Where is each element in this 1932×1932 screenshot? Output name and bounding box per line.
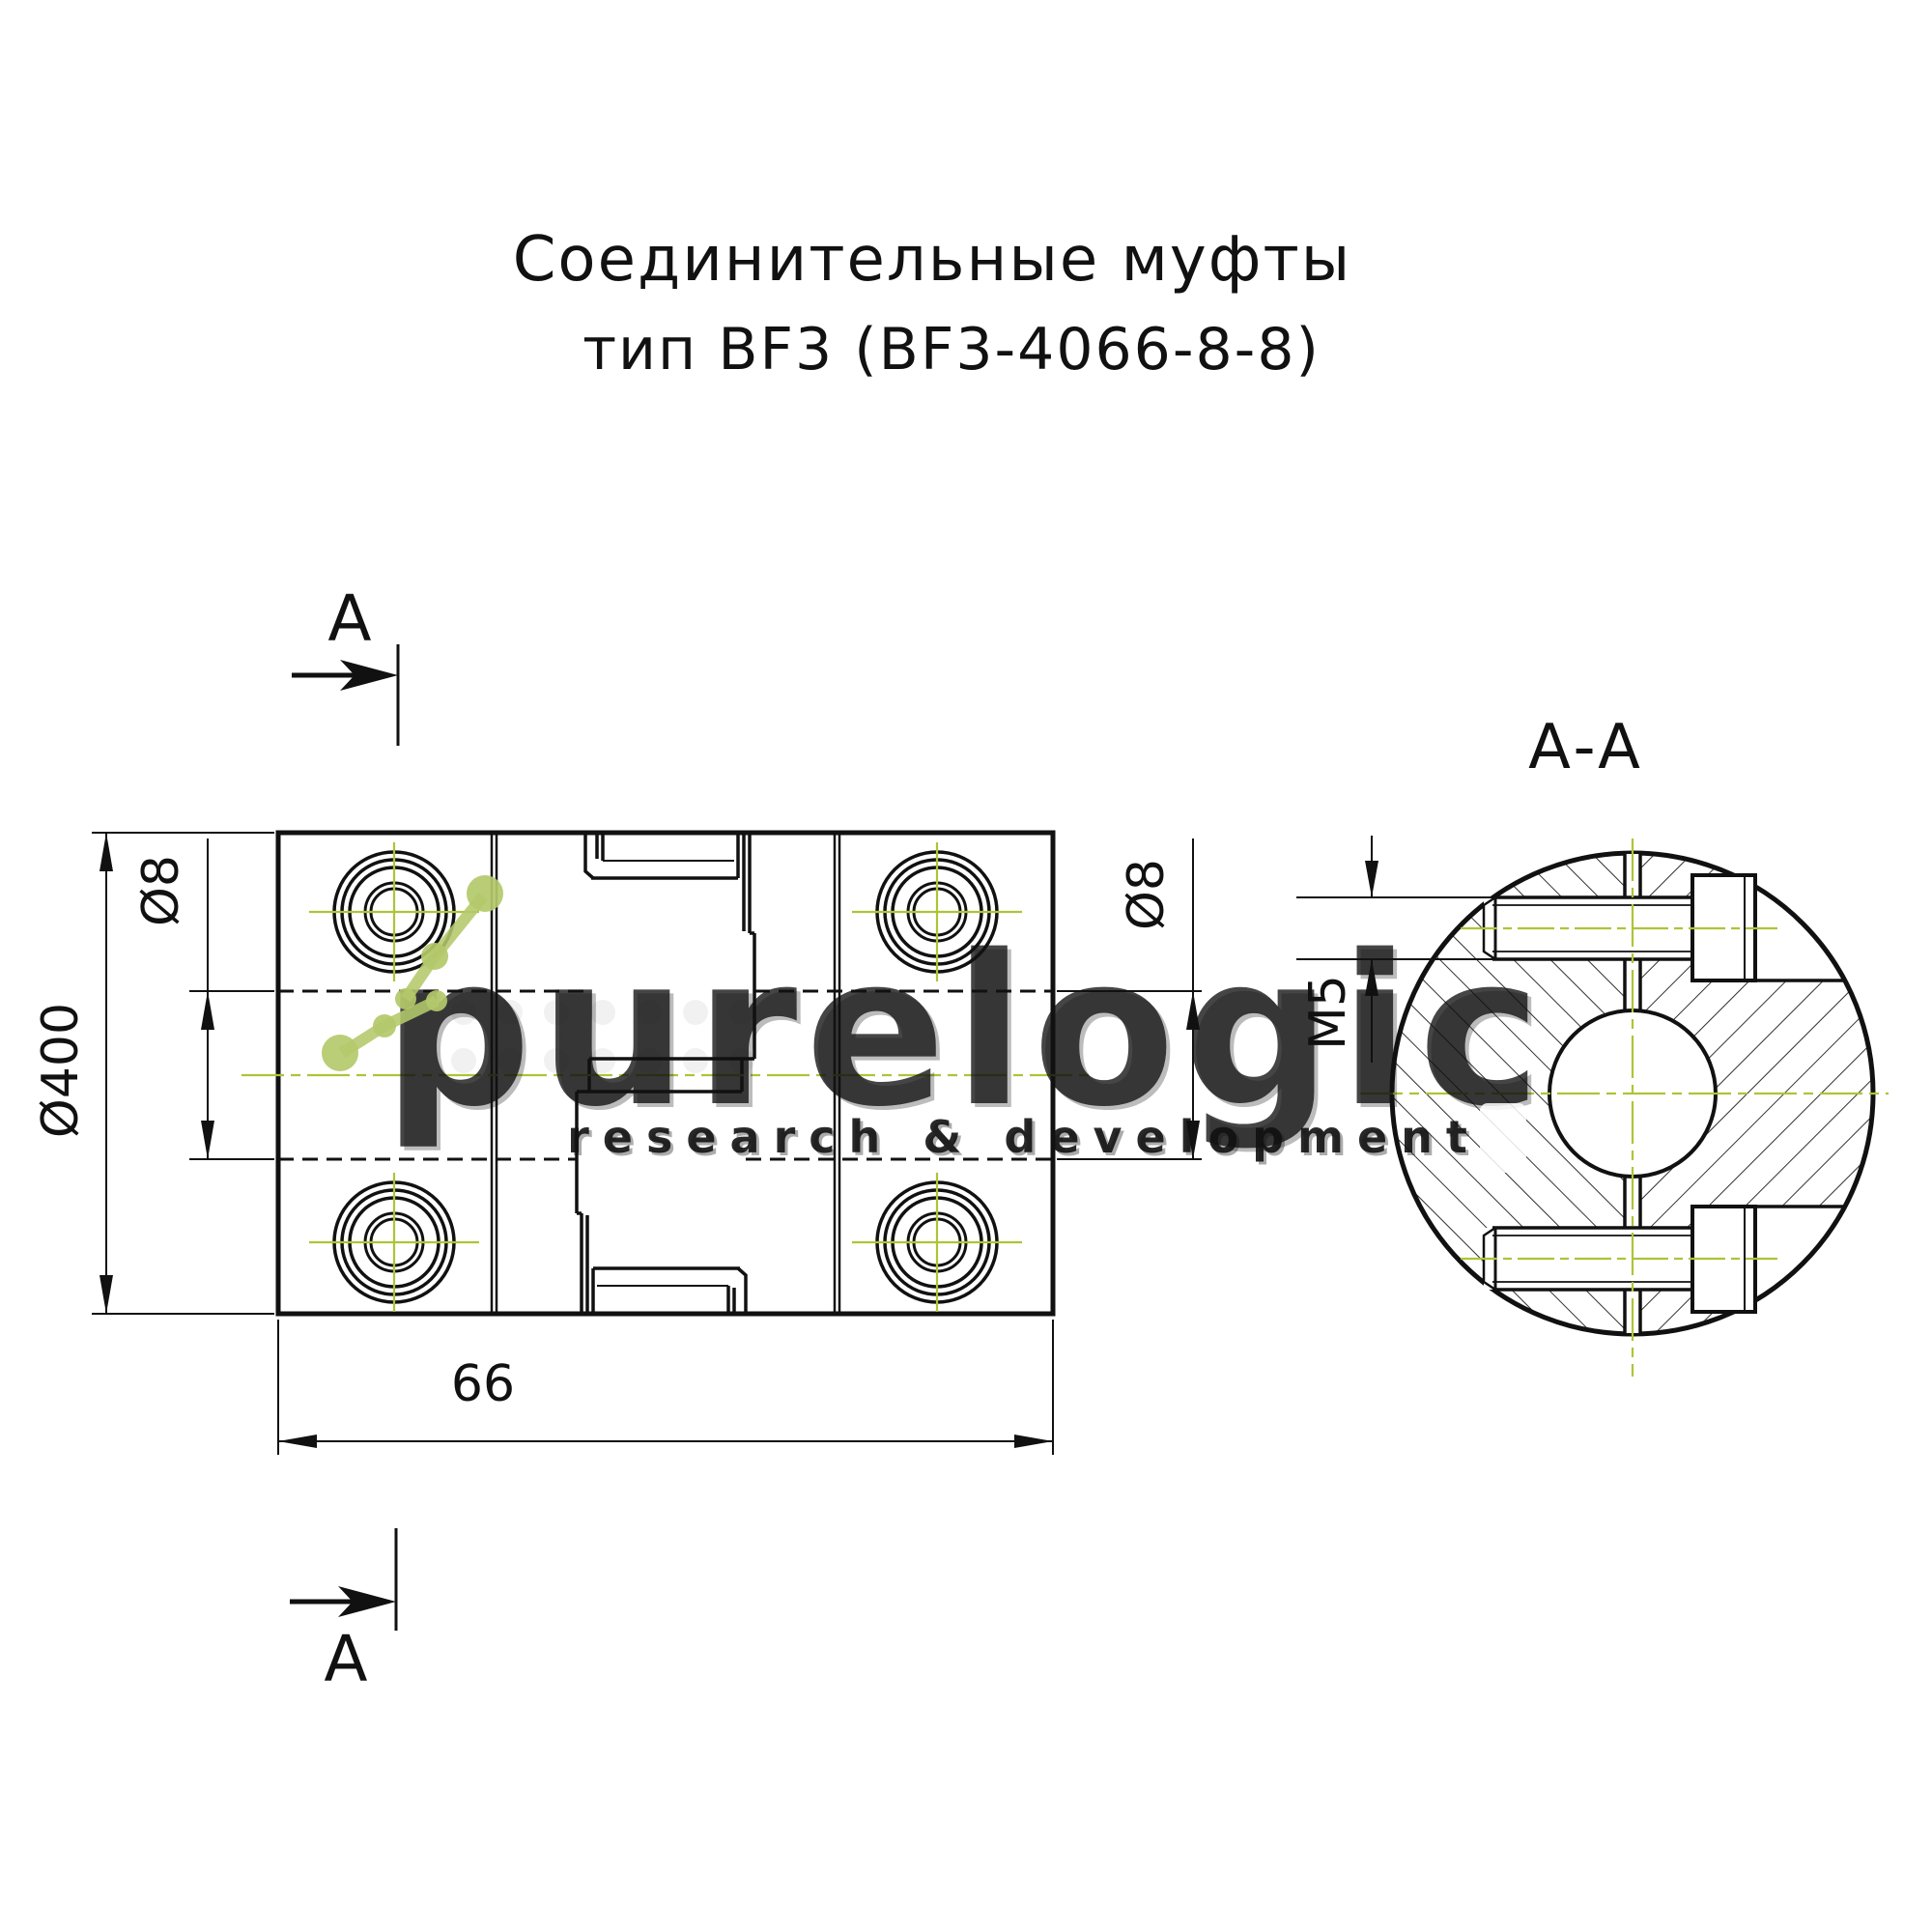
watermark-tagline: research & development xyxy=(567,1111,1481,1163)
dimension-thread: M5 xyxy=(1296,836,1492,1063)
drawing-title: Соединительные муфты тип BF3 (BF3-4066-8… xyxy=(513,224,1352,384)
dimension-bore-left: Ø8 xyxy=(132,838,274,1160)
section-marker-bottom-label: A xyxy=(324,1622,367,1696)
section-marker-bottom: A xyxy=(290,1528,398,1696)
watermark-brand-shadow: purelogic xyxy=(386,914,1552,1156)
bore-left-label: Ø8 xyxy=(132,855,190,926)
front-view-centerlines xyxy=(242,842,1090,1312)
watermark: purelogic purelogic research & developme… xyxy=(322,875,1552,1173)
front-view xyxy=(242,830,1090,1317)
watermark-logo-dots xyxy=(322,875,503,1071)
hub-gap-lines xyxy=(490,833,841,1314)
dimension-length: 66 xyxy=(277,1320,1054,1455)
hidden-bore-lines xyxy=(278,989,1053,1161)
section-view-label: A-A xyxy=(1528,712,1644,783)
title-line2: тип BF3 (BF3-4066-8-8) xyxy=(582,316,1321,384)
watermark-end-box xyxy=(1480,1103,1526,1173)
watermark-dot-matrix xyxy=(451,1000,754,1073)
section-centerlines xyxy=(1360,838,1889,1377)
thread-label: M5 xyxy=(1299,975,1357,1050)
title-line1: Соединительные муфты xyxy=(513,224,1352,296)
coupling-body-outline xyxy=(275,830,1056,1317)
watermark-brand: purelogic xyxy=(383,910,1548,1152)
bore-right-label: Ø8 xyxy=(1118,859,1176,930)
length-label: 66 xyxy=(451,1355,515,1413)
section-marker-top: A xyxy=(292,582,400,746)
dimension-bore-right: Ø8 xyxy=(1057,838,1202,1160)
watermark-tagline-shadow: research & development xyxy=(570,1114,1484,1166)
section-marker-top-label: A xyxy=(327,582,371,656)
dimension-outer-diameter: Ø400 xyxy=(32,832,274,1315)
outer-diameter-label: Ø400 xyxy=(32,1003,90,1138)
